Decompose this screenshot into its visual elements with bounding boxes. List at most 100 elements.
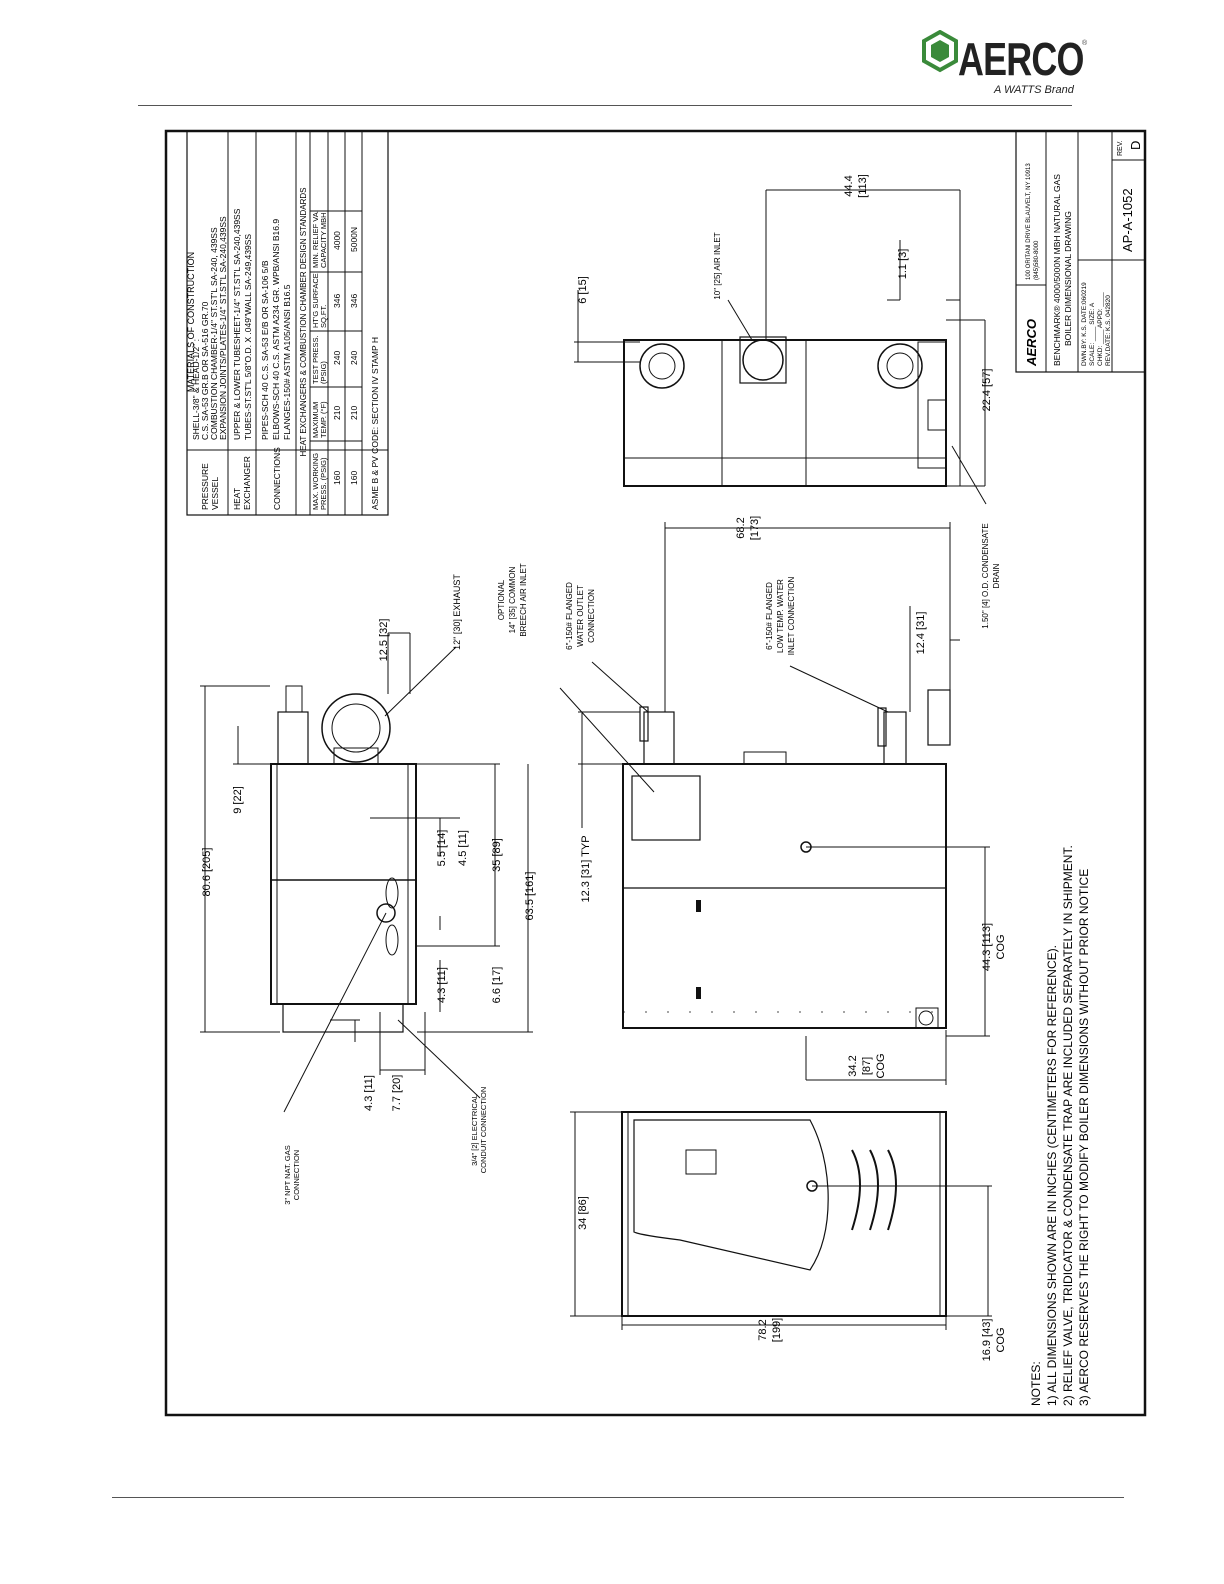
drain-1: 1.50" [4] O.D. CONDENSATE [981,523,990,628]
pv-line-4: EXPANSION JOINTS/PLATES-1/4" ST.ST'L SA-… [218,216,228,440]
r2-relief: 5000N [349,227,359,252]
asme-code: ASME B & PV CODE: SECTION IV STAMP H [370,337,380,510]
r1-pressure: 160 [332,471,342,485]
conn-line-1: PIPES-SCH 40 C.S. SA-53 E/B OR SA-106 5/… [260,260,270,440]
breech-3: BREECH AIR INLET [519,563,528,636]
elec-connection-2: CONDUIT CONNECTION [479,1087,488,1174]
r1-temp: 210 [332,406,342,420]
elec-connection-1: 3/4" [2] ELECTRICAL [470,1094,479,1166]
dim-12-5: 12.5 [32] [378,619,390,662]
logo-tagline: A WATTS Brand [994,84,1074,96]
conn-line-2: ELBOWS-SCH 40 C.S. ASTM A234 GR. WPB/ANS… [271,219,281,440]
hx-label-1: HEAT [232,488,242,510]
outlet-1: 6"-150# FLANGED [565,582,574,650]
note-2: 2) RELIEF VALVE, TRIDICATOR & CONDENSATE… [1061,845,1075,1406]
pv-label-1: PRESSURE [200,463,210,510]
dim-35: 35 [89] [491,838,503,872]
side-view [622,689,951,1029]
breech-2: 14" [35] COMMON [508,566,517,633]
rev-letter: D [1128,141,1143,150]
gas-connection-1: 3" NPT NAT. GAS [283,1145,292,1204]
dim-34: 34 [86] [577,1196,589,1230]
inlet-1: 6"-150# FLANGED [765,582,774,650]
hdr-surface-2: SQ.FT. [319,305,328,328]
materials-title: MATERIALS OF CONSTRUCTION [186,252,196,392]
hdr-temp-1: MAXIMUM [311,402,320,438]
side-view-dimensions [559,522,990,1085]
inlet-3: INLET CONNECTION [787,577,796,656]
outlet-2: WATER OUTLET [576,585,585,647]
dim-6-6: 6.6 [17] [491,967,503,1004]
dim-4-3-b: 4.3 [11] [363,1075,375,1111]
footer-rule [112,1497,1124,1498]
connections-label: CONNECTIONS [272,447,282,510]
r2-surface: 346 [349,294,359,308]
address-line-1: 100 ORITANI DRIVE BLAUVELT, NY 10913 [1026,163,1032,280]
rear-view [623,336,947,487]
dim-87: [87] [861,1057,873,1075]
info-line-2: SCALE: ____ SIZE: A [1089,302,1096,366]
dim-44-3-cog: COG [995,934,1007,959]
note-3: 3) AERCO RESERVES THE RIGHT TO MODIFY BO… [1077,869,1091,1406]
hdr-temp-2: TEMP. (°F) [319,401,328,438]
dim-44-4: 44.4 [843,175,855,196]
notes-title: NOTES: [1029,1361,1043,1406]
notes: NOTES: 1) ALL DIMENSIONS SHOWN ARE IN IN… [1029,845,1091,1406]
drain-2: DRAIN [992,563,1001,588]
front-view-dimensions [570,1111,992,1330]
drawing-title-2: BOILER DIMENSIONAL DRAWING [1063,211,1073,346]
dim-80-6: 80.6 [205] [201,848,213,897]
drawing-border [164,129,1147,1417]
hdr-test-2: (PSIG) [319,361,328,384]
hdr-surface-1: HT'G SURFACE [311,273,320,328]
materials-table [186,130,389,516]
dim-5-5: 5.5 [14] [436,830,448,867]
dim-12-3-typ: 12.3 [31] TYP [580,835,592,902]
r1-relief: 4000 [332,231,342,250]
dim-68-2: 68.2 [735,517,747,538]
info-line-1: DWN.BY: K.S. DATE:060219 [1081,282,1088,366]
top-view [270,685,417,1033]
aerco-logo: AERCO ® A WATTS Brand [922,26,1092,102]
drawing-title-1: BENCHMARK® 4000/5000N MBH NATURAL GAS [1052,174,1062,366]
title-block [1015,130,1146,373]
dim-78-2: 78.2 [757,1319,769,1340]
outlet-3: CONNECTION [587,589,596,643]
dim-4-3-a: 4.3 [11] [436,967,448,1003]
dim-22-4: 22.4 [57] [981,369,993,412]
rear-view-dimensions [574,189,987,505]
hx-line-1: UPPER & LOWER TUBESHEET-1/4" ST.ST'L SA-… [232,208,242,440]
r1-test: 240 [332,351,342,365]
pv-line-2: C.S. SA-53 GR.B OR SA-516 GR.70 [200,301,210,440]
gas-connection-2: CONNECTION [292,1150,301,1200]
standards-title: HEAT EXCHANGERS & COMBUSTION CHAMBER DES… [299,188,308,457]
breech-1: OPTIONAL [497,579,506,620]
front-view [621,1111,947,1317]
dim-34-2: 34.2 [847,1055,859,1076]
dim-7-7: 7.7 [20] [391,1075,403,1112]
header-rule [138,105,1072,106]
pv-line-3: COMBUSTION CHAMBER-1/4" ST.ST'L SA-240, … [209,227,219,440]
logo-trademark: ® [1082,40,1088,47]
drawing-number: AP-A-1052 [1120,188,1135,252]
dim-6: 6 [15] [577,276,589,304]
hdr-relief-1: MIN. RELIEF VA. [311,210,320,268]
pv-line-1: SHELL-3/8" & HEAD-1/2" : [191,339,201,440]
r2-temp: 210 [349,406,359,420]
air-inlet-label: 10" [25] AIR INLET [713,232,722,299]
dim-9: 9 [22] [232,786,244,814]
hdr-pressure-2: PRESS. (PSIG) [319,457,328,510]
address-line-2: (845)580-8000 [1034,240,1040,280]
info-line-4: REV.DATE: K.S. 042820 [1105,295,1112,366]
exhaust-label: 12" [30] EXHAUST [452,574,462,650]
logo-wordmark: AERCO [958,33,1084,85]
dim-199: [199] [771,1318,783,1342]
hdr-test-1: TEST PRESS. [311,335,320,384]
pv-label-2: VESSEL [210,477,220,510]
dim-12-4: 12.4 [31] [915,612,927,655]
dim-173: [173] [749,516,761,540]
hx-line-2: TUBES-ST.ST'L 5/8"O.D. X .049"WALL SA-24… [243,234,253,440]
dim-1-1: 1.1 [3] [897,249,909,280]
dim-16-9-cog: COG [995,1327,1007,1352]
top-view-dimensions [200,632,533,1113]
